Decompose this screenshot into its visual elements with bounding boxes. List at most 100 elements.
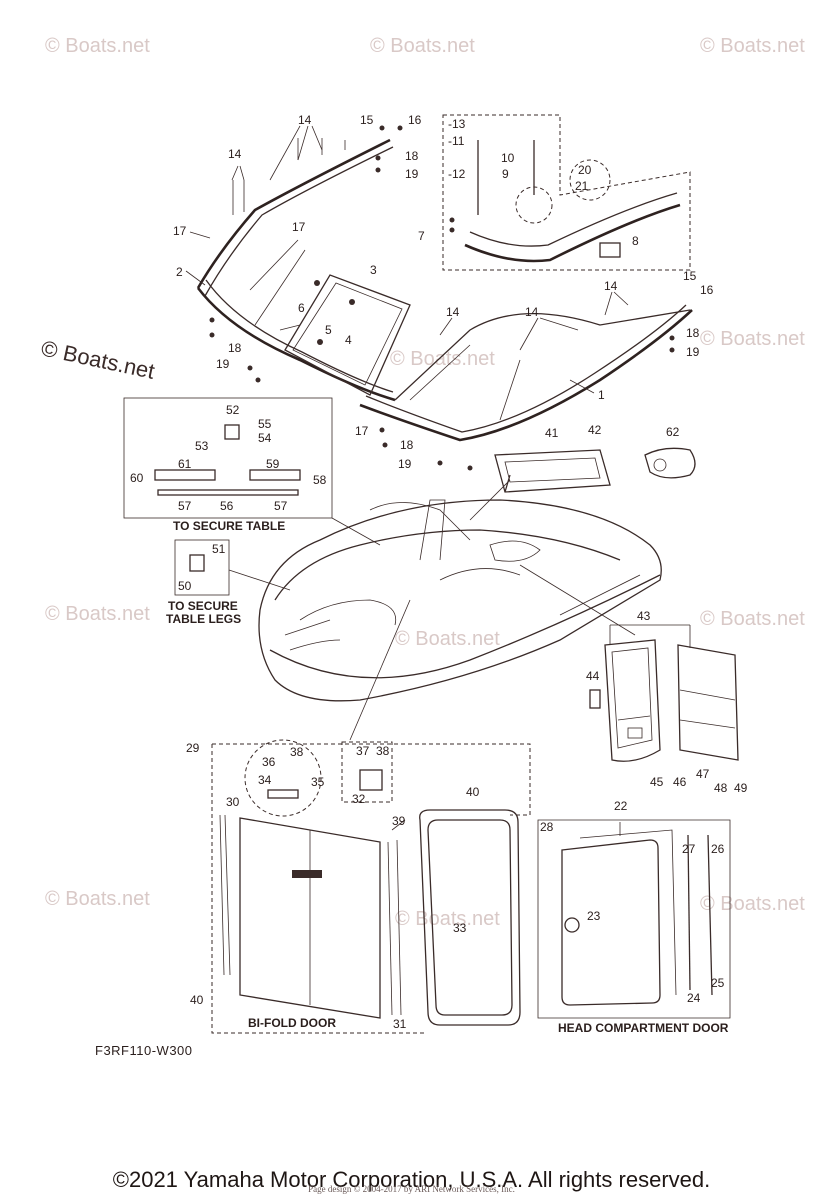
part-label-62: 62 [666, 425, 680, 439]
part-label-32: 32 [352, 792, 366, 806]
part-label-55: 55 [258, 417, 272, 431]
part-label-16: 16 [700, 283, 714, 297]
watermark-main: © Boats.net [39, 335, 157, 383]
part-label-14: 14 [298, 113, 312, 127]
head-compartment-door-section [537, 819, 731, 1019]
part-label-22: 22 [614, 799, 628, 813]
part-label-17: 17 [173, 224, 187, 238]
part-label-16: 16 [408, 113, 422, 127]
part-label-3: 3 [370, 263, 377, 277]
part-label-8: 8 [632, 234, 639, 248]
part-label-28: 28 [540, 820, 554, 834]
part-label-24: 24 [687, 991, 701, 1005]
part-label-50: 50 [178, 579, 192, 593]
part-label-10: 10 [501, 151, 515, 165]
table-hardware-inset [123, 397, 381, 546]
part-label-56: 56 [220, 499, 234, 513]
watermark: © Boats.net [45, 35, 150, 57]
part-label-39: 39 [392, 814, 406, 828]
part-label-40: 40 [190, 993, 204, 1007]
part-label-37: 37 [356, 744, 370, 758]
caption-secure-table-legs: TO SECURE [168, 599, 238, 613]
part-label-42: 42 [588, 423, 602, 437]
diagram-code: F3RF110-W300 [95, 1043, 193, 1058]
part-label-47: 47 [696, 767, 710, 781]
part-label-40: 40 [466, 785, 480, 799]
part-label-53: 53 [195, 439, 209, 453]
boat-hull [258, 479, 662, 741]
part-label-1: 1 [598, 388, 605, 402]
mirror [644, 447, 696, 479]
part-label-21: 21 [575, 179, 589, 193]
part-label-17: 17 [355, 424, 369, 438]
part-label-33: 33 [453, 921, 467, 935]
part-label-41: 41 [545, 426, 559, 440]
part-label-4: 4 [345, 333, 352, 347]
part-label-13: -13 [448, 117, 466, 131]
part-label-31: 31 [393, 1017, 407, 1031]
watermark: © Boats.net [45, 888, 150, 910]
part-label-45: 45 [650, 775, 664, 789]
part-label-11: -11 [448, 134, 465, 148]
part-label-60: 60 [130, 471, 144, 485]
part-label-12: -12 [448, 167, 466, 181]
watermark: © Boats.net [700, 608, 805, 630]
watermark: © Boats.net [700, 35, 805, 57]
table-legs-inset [174, 539, 291, 596]
part-label-14: 14 [228, 147, 242, 161]
part-label-57: 57 [274, 499, 288, 513]
caption-head-compartment-door: HEAD COMPARTMENT DOOR [558, 1021, 729, 1035]
part-number-labels: 1 2 3 4 5 6 7 8 9 10 -11 -12 -13 14 14 1… [130, 113, 748, 1031]
part-label-51: 51 [212, 542, 226, 556]
captions: TO SECURE TABLE TO SECURE TABLE LEGS BI-… [166, 519, 729, 1035]
caption-secure-table: TO SECURE TABLE [173, 519, 285, 533]
part-label-59: 59 [266, 457, 280, 471]
bi-fold-door-section [211, 739, 531, 1034]
part-label-35: 35 [311, 775, 325, 789]
watermark: © Boats.net [45, 603, 150, 625]
part-label-18: 18 [405, 149, 419, 163]
part-label-17: 17 [292, 220, 306, 234]
part-label-6: 6 [298, 301, 305, 315]
part-label-19: 19 [405, 167, 419, 181]
part-label-19: 19 [216, 357, 230, 371]
part-label-15: 15 [360, 113, 374, 127]
copyright-notice: ©2021 Yamaha Motor Corporation, U.S.A. A… [112, 1167, 711, 1192]
part-label-29: 29 [186, 741, 200, 755]
part-label-52: 52 [226, 403, 240, 417]
part-label-23: 23 [587, 909, 601, 923]
watermark: © Boats.net [700, 328, 805, 350]
page-design-notice: Page design © 2004-2017 by ARI Network S… [308, 1184, 515, 1194]
part-label-44: 44 [586, 669, 600, 683]
part-label-19: 19 [686, 345, 700, 359]
fastener-group [209, 125, 675, 471]
part-label-57: 57 [178, 499, 192, 513]
part-label-38: 38 [376, 744, 390, 758]
watermark: © Boats.net [390, 348, 495, 370]
windshield-assembly [196, 138, 693, 442]
part-label-18: 18 [228, 341, 242, 355]
caption-secure-table-legs: TABLE LEGS [166, 612, 241, 626]
part-label-14: 14 [525, 305, 539, 319]
part-label-5: 5 [325, 323, 332, 337]
part-label-49: 49 [734, 781, 748, 795]
part-label-36: 36 [262, 755, 276, 769]
part-label-19: 19 [398, 457, 412, 471]
part-label-43: 43 [637, 609, 651, 623]
compartment-lid [589, 624, 739, 762]
part-label-2: 2 [176, 265, 183, 279]
watermark: © Boats.net [370, 35, 475, 57]
leader-lines-upper [185, 125, 629, 394]
part-label-7: 7 [418, 229, 425, 243]
part-label-26: 26 [711, 842, 725, 856]
part-label-46: 46 [673, 775, 687, 789]
part-label-25: 25 [711, 976, 725, 990]
part-label-30: 30 [226, 795, 240, 809]
watermark: © Boats.net [395, 908, 500, 930]
part-label-27: 27 [682, 842, 696, 856]
part-label-58: 58 [313, 473, 327, 487]
part-label-20: 20 [578, 163, 592, 177]
part-label-9: 9 [502, 167, 509, 181]
part-label-48: 48 [714, 781, 728, 795]
